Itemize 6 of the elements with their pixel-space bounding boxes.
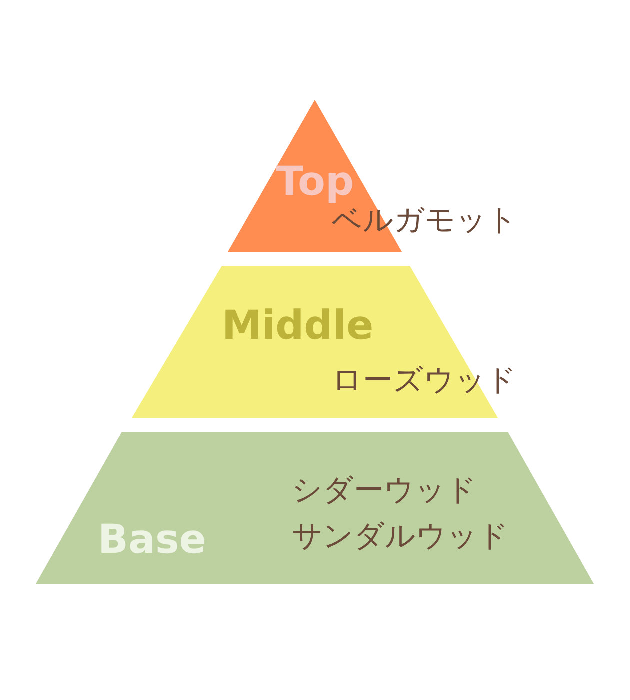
note-text: ローズウッド bbox=[332, 366, 517, 396]
tier-heading: Base bbox=[98, 520, 206, 560]
tier-heading: Middle bbox=[222, 306, 374, 346]
tier-heading: Top bbox=[276, 162, 354, 202]
note-text: シダーウッド bbox=[292, 476, 477, 506]
note-text: サンダルウッド bbox=[292, 522, 509, 552]
